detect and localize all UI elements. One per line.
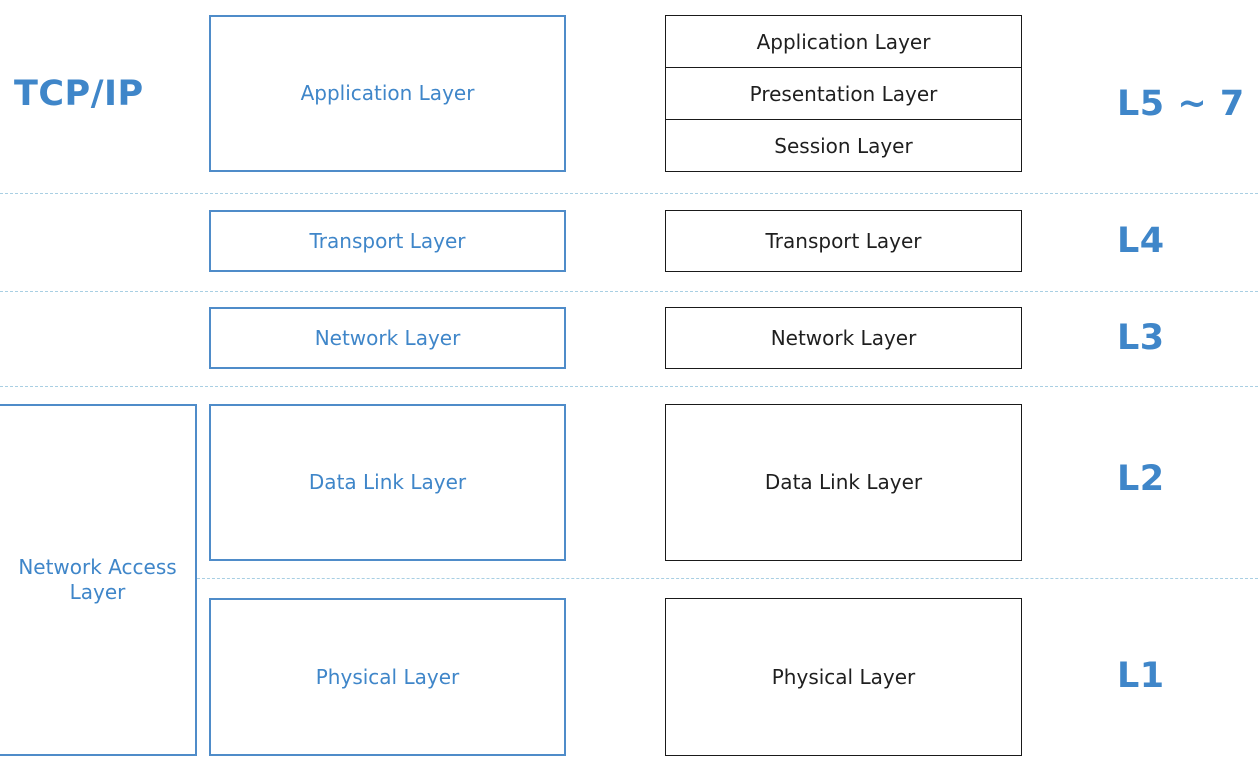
osi-data-link-layer: Data Link Layer bbox=[665, 404, 1022, 561]
tcp-network-access-layer: Network Access Layer bbox=[0, 404, 197, 756]
osi-upper-layers: Application Layer Presentation Layer Ses… bbox=[665, 15, 1022, 172]
tcp-transport-layer: Transport Layer bbox=[209, 210, 566, 272]
osi-network-layer: Network Layer bbox=[665, 307, 1022, 369]
osi-presentation-layer: Presentation Layer bbox=[666, 67, 1021, 119]
divider-l3-l2 bbox=[0, 386, 1258, 387]
divider-l2-l1 bbox=[197, 578, 1258, 579]
osi-physical-layer: Physical Layer bbox=[665, 598, 1022, 756]
diagram-title: TCP/IP bbox=[14, 74, 144, 114]
tcp-data-link-layer: Data Link Layer bbox=[209, 404, 566, 561]
level-label-l1: L1 bbox=[1117, 656, 1165, 696]
osi-session-layer: Session Layer bbox=[666, 119, 1021, 171]
level-label-l3: L3 bbox=[1117, 318, 1165, 358]
tcp-application-layer: Application Layer bbox=[209, 15, 566, 172]
osi-transport-layer: Transport Layer bbox=[665, 210, 1022, 272]
osi-application-layer: Application Layer bbox=[756, 29, 931, 54]
divider-l4-l3 bbox=[0, 291, 1258, 292]
level-label-l2: L2 bbox=[1117, 459, 1165, 499]
tcp-physical-layer: Physical Layer bbox=[209, 598, 566, 756]
level-label-l4: L4 bbox=[1117, 221, 1165, 261]
level-label-l5-7: L5 ~ 7 bbox=[1117, 84, 1245, 124]
divider-l5-l4 bbox=[0, 193, 1258, 194]
tcp-network-layer: Network Layer bbox=[209, 307, 566, 369]
